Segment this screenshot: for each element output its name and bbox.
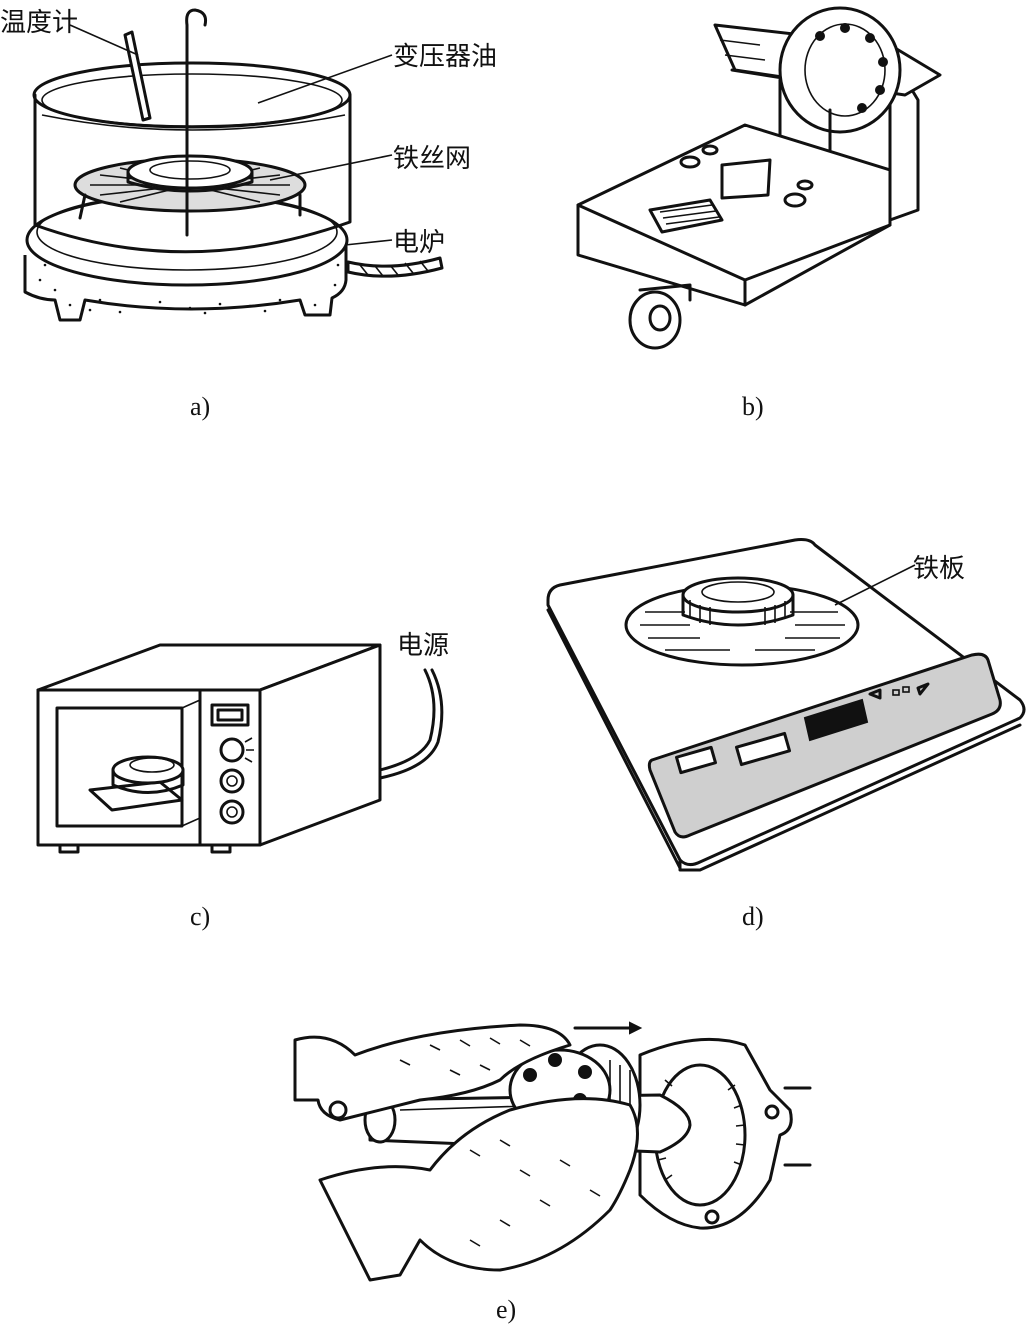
microwave-oven xyxy=(36,643,444,854)
label-thermometer: 温度计 xyxy=(0,8,79,38)
knob-4 xyxy=(796,179,814,191)
glove-texture xyxy=(399,1037,601,1247)
knob-1 xyxy=(679,155,701,169)
oven-knob-2 xyxy=(219,768,245,794)
upper-glove xyxy=(293,1023,572,1122)
caption-c: c) xyxy=(190,902,211,931)
caption-e: e) xyxy=(496,1295,517,1324)
hot-plate xyxy=(546,538,1026,872)
knob-2 xyxy=(701,144,719,156)
induction-heater xyxy=(576,6,942,350)
oven-bearing xyxy=(111,755,185,785)
thermometer xyxy=(123,30,152,122)
glass-container xyxy=(33,93,352,254)
power-cord xyxy=(378,668,436,772)
oil-surface xyxy=(41,114,346,131)
oil-bath-heater xyxy=(23,8,444,322)
caption-d: d) xyxy=(742,902,764,931)
leader-oil xyxy=(257,54,393,104)
oven-knob-1 xyxy=(219,737,245,763)
console-body xyxy=(576,123,892,307)
bearing-mounting xyxy=(293,1021,812,1282)
label-wire-mesh: 铁丝网 xyxy=(393,144,472,174)
leader-mesh xyxy=(269,154,393,181)
control-panel xyxy=(647,652,1002,839)
oven-foot-1 xyxy=(58,843,80,854)
stove-speckle xyxy=(38,263,340,315)
panel-switch-1 xyxy=(674,745,718,775)
oven-turntable xyxy=(88,780,184,812)
leader-iron-plate xyxy=(834,564,916,606)
yoke-bearing-balls xyxy=(815,23,888,113)
leader-stove xyxy=(344,239,393,246)
label-iron-plate: 铁板 xyxy=(913,554,966,584)
label-power-source: 电源 xyxy=(397,631,450,661)
leader-thermometer xyxy=(69,24,139,56)
oven-knob-3 xyxy=(219,799,245,825)
caption-a: a) xyxy=(190,392,211,421)
lower-glove xyxy=(318,1097,639,1282)
label-transformer-oil: 变压器油 xyxy=(393,42,498,72)
panel-switch-2 xyxy=(734,731,792,767)
knob-3 xyxy=(783,192,807,208)
label-electric-stove: 电炉 xyxy=(393,228,446,258)
console-display xyxy=(720,158,772,200)
stove-cable xyxy=(346,256,444,278)
panel-display xyxy=(803,698,869,742)
caption-b: b) xyxy=(742,392,764,421)
container-rim xyxy=(32,61,352,129)
oven-foot-2 xyxy=(210,843,232,854)
yoke-bearing xyxy=(778,6,902,134)
hook-rod xyxy=(185,8,207,237)
